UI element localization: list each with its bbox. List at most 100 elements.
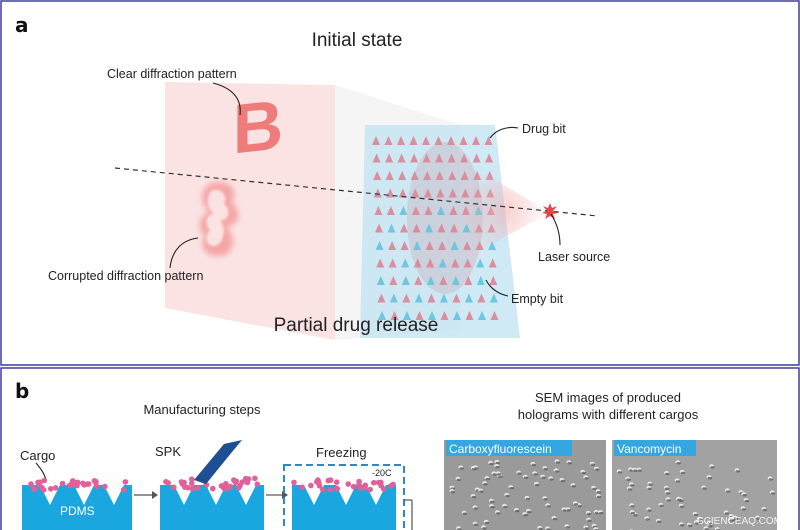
bit: [414, 276, 423, 285]
cargo-dot: [189, 476, 195, 483]
sem-shadow: [546, 505, 551, 508]
sem-shadow: [677, 498, 682, 501]
cargo-dot: [371, 479, 377, 486]
label-empty-bit: Empty bit: [511, 292, 564, 306]
bit: [373, 171, 382, 180]
leader-laser: [550, 213, 561, 246]
bit: [488, 258, 497, 268]
sem-shadow: [770, 492, 776, 495]
bit: [447, 153, 456, 163]
bit: [425, 241, 434, 250]
bit: [424, 206, 433, 215]
bit: [384, 136, 393, 145]
bit: [409, 136, 418, 145]
bit: [451, 258, 460, 268]
label-spk: SPK: [155, 444, 181, 459]
bit: [411, 188, 420, 198]
cargo-dot: [390, 481, 396, 488]
sem-shadow: [485, 477, 490, 481]
spk-blade-icon: [194, 440, 242, 484]
sem-particles-2: [616, 460, 776, 530]
bit: [438, 241, 447, 250]
sem-shadow: [523, 513, 528, 517]
bit: [413, 258, 422, 268]
cargo-dot: [37, 479, 43, 486]
step-cargo: Cargo PDMS: [20, 448, 132, 530]
sem-shadow: [584, 527, 589, 530]
sem-shadow: [496, 512, 501, 515]
bit: [465, 311, 474, 320]
bit: [401, 258, 410, 268]
label-pdms: PDMS: [60, 504, 95, 518]
bit: [389, 293, 398, 303]
sem-shadow: [733, 517, 739, 520]
bit: [374, 206, 383, 215]
sem-shadow: [590, 463, 596, 466]
bit: [387, 223, 396, 233]
sem-shadow: [459, 467, 464, 470]
cargo-dots-3: [291, 477, 396, 493]
sem-shadow: [768, 478, 774, 481]
bit: [423, 188, 432, 198]
sem-shadow: [503, 505, 508, 509]
bit: [450, 223, 458, 233]
sem-shadow: [633, 469, 638, 472]
cargo-dot: [48, 486, 54, 492]
bit: [410, 171, 419, 180]
cargo-dot: [41, 477, 48, 484]
cargo-dot: [184, 484, 191, 491]
sem-shadow: [577, 504, 582, 508]
sem-shadow: [735, 470, 740, 473]
bit: [448, 188, 457, 198]
bit: [375, 241, 384, 250]
sem-shadow: [628, 488, 633, 491]
sem-particles-1: [449, 459, 604, 530]
cargo-dot: [362, 482, 369, 489]
sem-shadow: [756, 517, 761, 520]
bit: [463, 258, 472, 268]
cargo-dot: [299, 484, 305, 491]
sem-shadow: [525, 497, 530, 501]
sem-shadow: [707, 522, 712, 525]
sem-shadow: [498, 475, 503, 478]
sem-shadow: [726, 490, 731, 493]
bit: [435, 171, 444, 180]
sem-shadow: [535, 483, 540, 487]
sem-shadow: [729, 519, 735, 522]
cargo-dot: [231, 477, 237, 483]
bit: [397, 153, 406, 163]
cargo-dot: [189, 480, 195, 487]
sem-shadow: [637, 469, 642, 472]
bit: [477, 293, 486, 303]
step-freezing: Freezing -20C: [283, 445, 413, 530]
sem-shadow: [598, 511, 604, 515]
bit: [403, 311, 411, 320]
cargo-dot: [189, 485, 196, 492]
bit: [476, 276, 485, 285]
leader-empty-bit: [485, 279, 509, 297]
cargo-dot: [244, 479, 251, 486]
label-freezing: Freezing: [316, 445, 367, 460]
pdms-substrate-3: [292, 485, 396, 530]
bit: [426, 276, 435, 285]
bit: [423, 171, 432, 180]
sem-shadow: [450, 490, 455, 494]
cargo-dot: [223, 480, 229, 487]
sem-shadow: [630, 484, 635, 487]
bit: [440, 311, 449, 320]
leader-corrupted: [169, 237, 199, 269]
bit: [449, 206, 458, 215]
cargo-dot: [59, 480, 66, 487]
bit: [472, 136, 480, 145]
sem-shadow: [693, 513, 699, 517]
cargo-dot: [52, 485, 59, 491]
sem-shadow: [645, 518, 650, 521]
cargo-dot: [31, 486, 38, 493]
bit: [400, 223, 408, 233]
bit: [411, 206, 420, 215]
sem-shadow: [492, 473, 497, 476]
bit: [459, 136, 468, 145]
laser-beam: [460, 160, 550, 262]
bit: [388, 241, 397, 250]
